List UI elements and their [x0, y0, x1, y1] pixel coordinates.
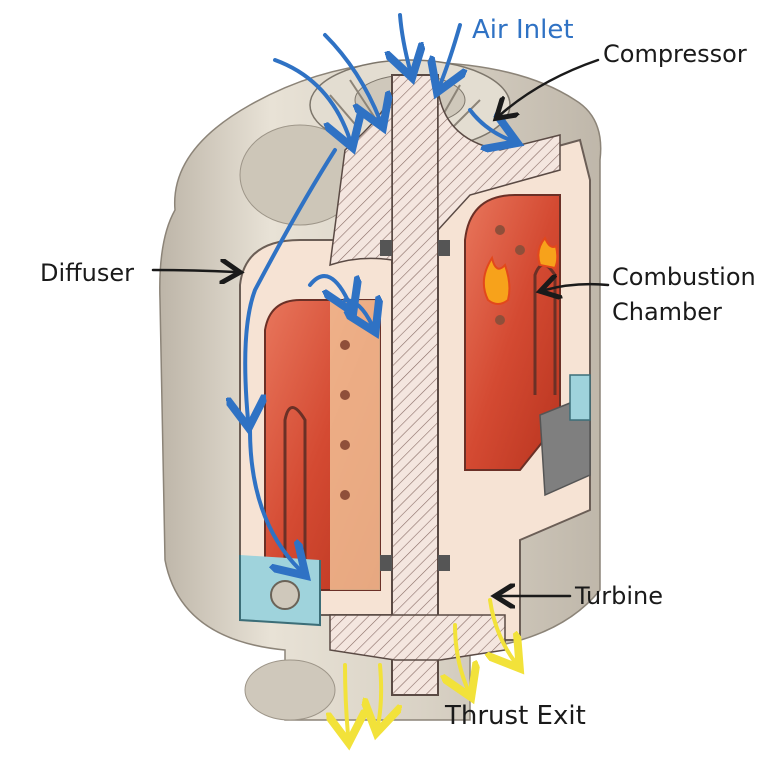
diffuser-label: Diffuser — [40, 259, 134, 287]
diffuser-leader — [151, 270, 235, 272]
combustion-label-line1: Combustion — [612, 263, 756, 291]
compressor-label: Compressor — [603, 40, 747, 68]
exhaust-arrows — [345, 598, 515, 735]
thrust-exit-label: Thrust Exit — [444, 701, 586, 731]
central-shaft — [329, 74, 561, 696]
combustion-label-line2: Chamber — [612, 298, 722, 326]
air-flow-arrows — [245, 13, 510, 570]
leader-arrows — [151, 58, 610, 596]
air-inlet-label: Air Inlet — [472, 15, 574, 45]
combustion-leader — [545, 284, 610, 290]
left-cutaway — [239, 239, 396, 627]
turbine-label: Turbine — [574, 582, 663, 610]
flame-icon — [482, 236, 559, 305]
compressor-leader — [500, 58, 600, 115]
